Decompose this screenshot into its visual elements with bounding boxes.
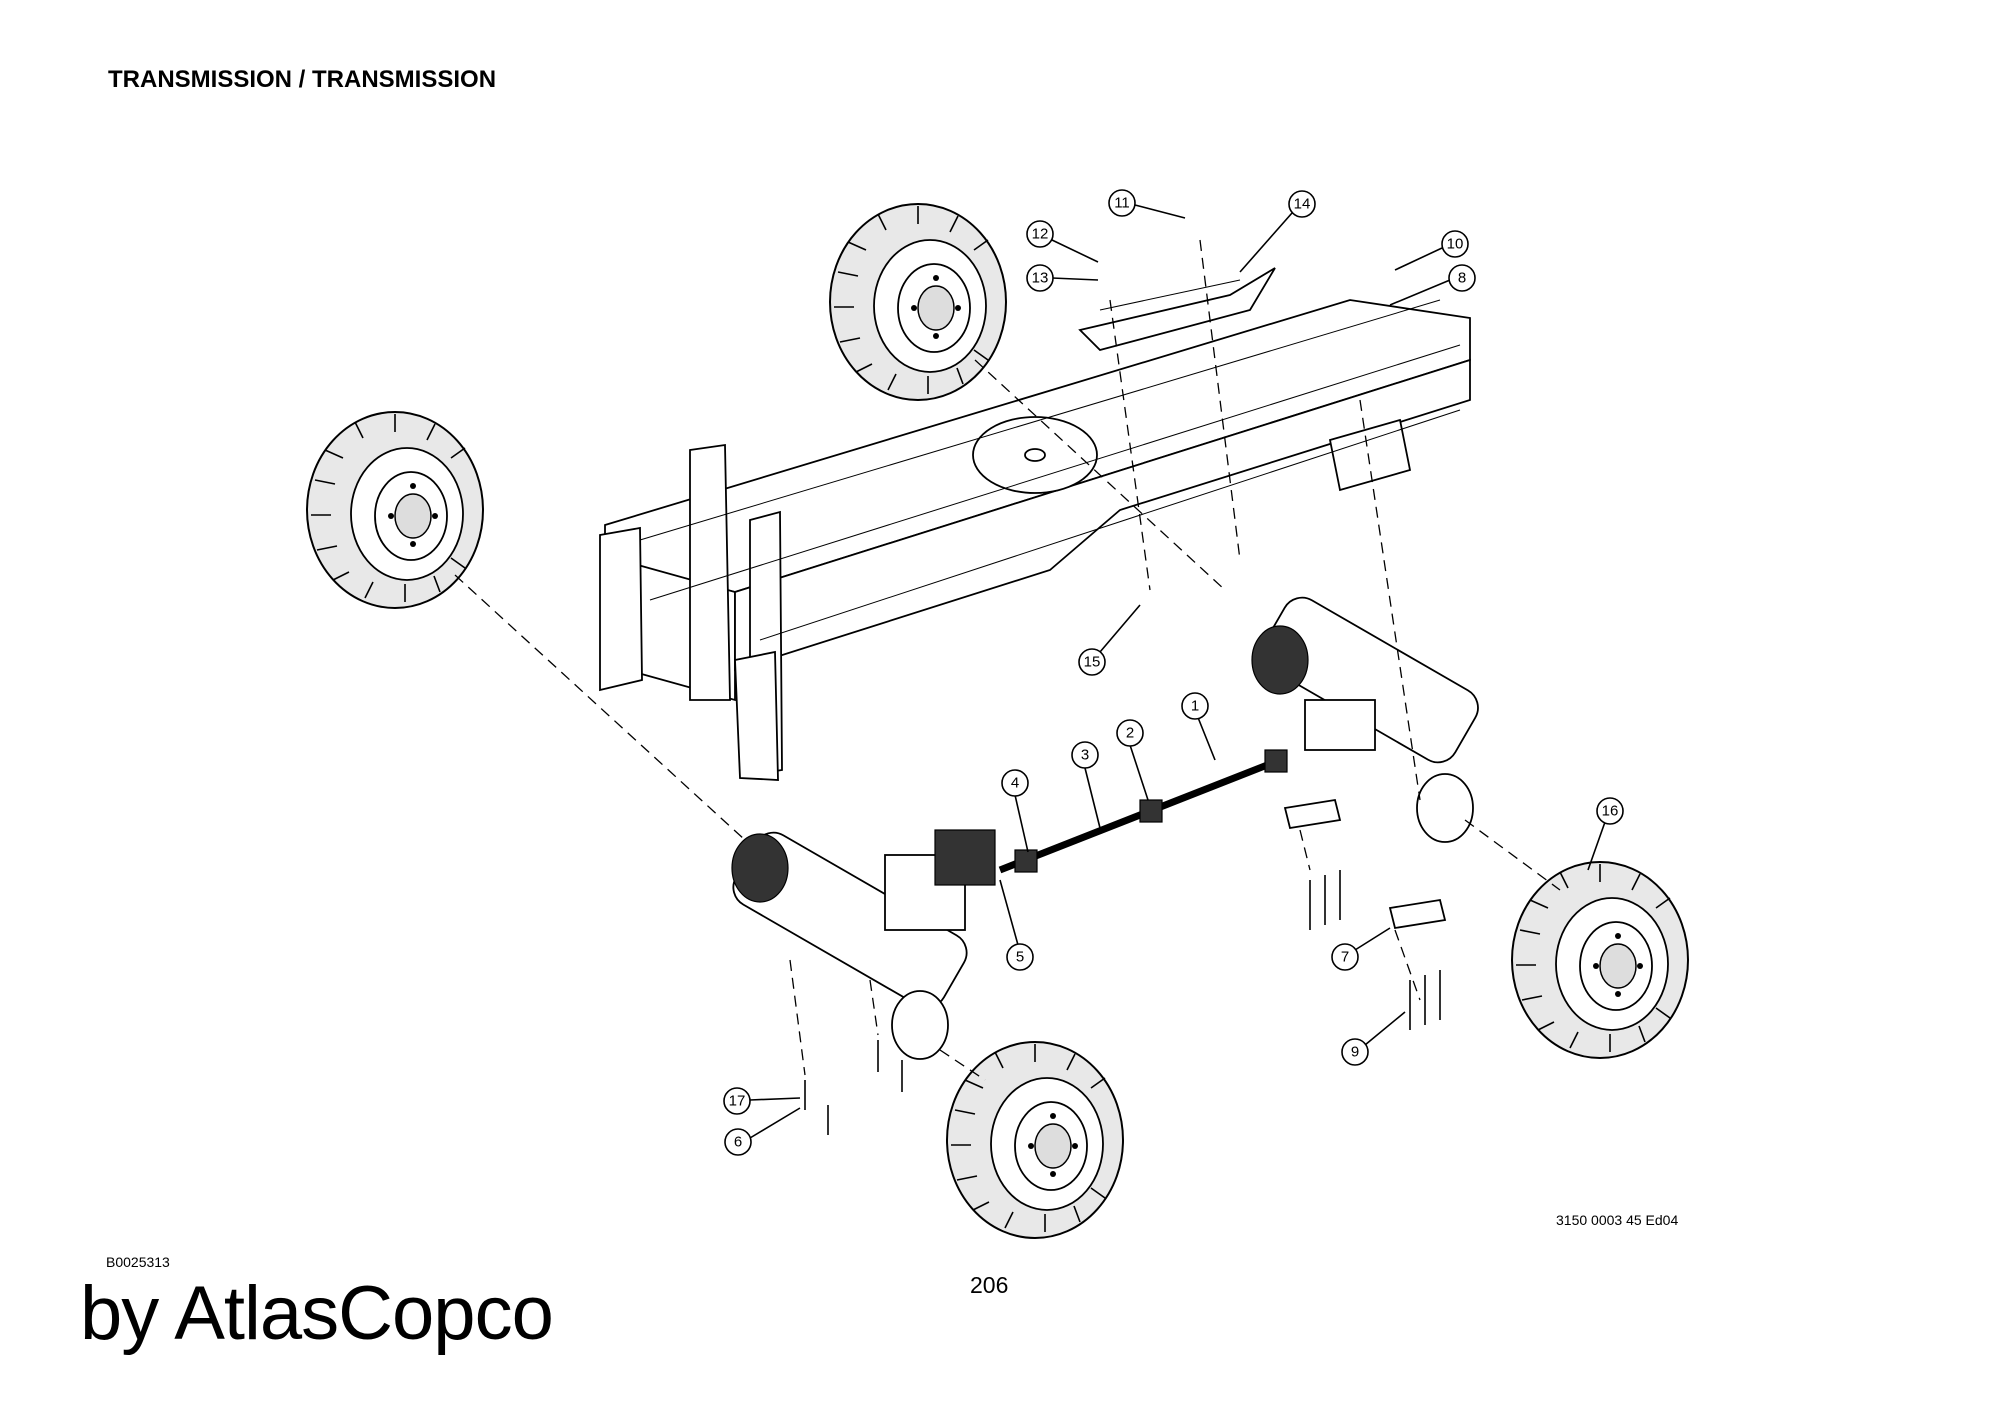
svg-text:1: 1 bbox=[1191, 698, 1199, 715]
callout-1: 1 bbox=[1181, 692, 1216, 761]
page-title: TRANSMISSION / TRANSMISSION bbox=[108, 66, 497, 93]
axle bbox=[1251, 596, 1479, 843]
svg-text:17: 17 bbox=[729, 1093, 746, 1110]
svg-text:6: 6 bbox=[734, 1134, 742, 1151]
svg-text:12: 12 bbox=[1032, 226, 1049, 243]
svg-text:2: 2 bbox=[1126, 725, 1134, 742]
bracket bbox=[1078, 267, 1276, 352]
wheel-icon bbox=[946, 1041, 1124, 1239]
svg-text:4: 4 bbox=[1011, 775, 1019, 792]
callout-9: 9 bbox=[1341, 1011, 1406, 1066]
drawing-code: B0025313 bbox=[106, 1254, 170, 1270]
svg-text:10: 10 bbox=[1447, 236, 1464, 253]
svg-text:14: 14 bbox=[1294, 196, 1311, 213]
drive-shaft bbox=[998, 749, 1288, 874]
callout-14: 14 bbox=[1239, 190, 1316, 273]
callout-5: 5 bbox=[999, 879, 1034, 971]
axle bbox=[731, 829, 996, 1060]
wheel-icon bbox=[829, 203, 1007, 401]
callout-6: 6 bbox=[724, 1107, 801, 1156]
plate bbox=[1283, 798, 1447, 930]
wheel-icon bbox=[1511, 861, 1689, 1059]
chassis-frame bbox=[599, 299, 1471, 781]
document-reference: 3150 0003 45 Ed04 bbox=[1556, 1212, 1679, 1228]
svg-text:15: 15 bbox=[1084, 654, 1101, 671]
assembly-lines bbox=[454, 239, 1561, 1081]
callout-13: 13 bbox=[1026, 264, 1099, 292]
callout-2: 2 bbox=[1116, 719, 1149, 801]
svg-text:3: 3 bbox=[1081, 747, 1089, 764]
callout-17: 17 bbox=[723, 1087, 801, 1115]
svg-text:8: 8 bbox=[1458, 270, 1466, 287]
callout-4: 4 bbox=[1001, 769, 1029, 853]
svg-text:5: 5 bbox=[1016, 949, 1024, 966]
svg-text:11: 11 bbox=[1114, 195, 1130, 212]
callout-8: 8 bbox=[1389, 264, 1476, 306]
callout-7: 7 bbox=[1331, 927, 1391, 971]
callout-10: 10 bbox=[1394, 230, 1469, 271]
svg-text:9: 9 bbox=[1351, 1044, 1359, 1061]
callout-11: 11 bbox=[1108, 189, 1186, 219]
svg-text:16: 16 bbox=[1602, 803, 1619, 820]
callout-3: 3 bbox=[1071, 741, 1101, 829]
svg-text:13: 13 bbox=[1032, 270, 1049, 287]
brand-watermark: by AtlasCopco bbox=[80, 1271, 554, 1356]
callout-12: 12 bbox=[1026, 220, 1099, 263]
wheel-icon bbox=[306, 411, 484, 609]
callout-15: 15 bbox=[1078, 604, 1141, 676]
page-number: 206 bbox=[970, 1272, 1009, 1298]
bolt-set bbox=[804, 870, 1441, 1135]
svg-text:7: 7 bbox=[1341, 949, 1349, 966]
callout-16: 16 bbox=[1587, 797, 1624, 871]
